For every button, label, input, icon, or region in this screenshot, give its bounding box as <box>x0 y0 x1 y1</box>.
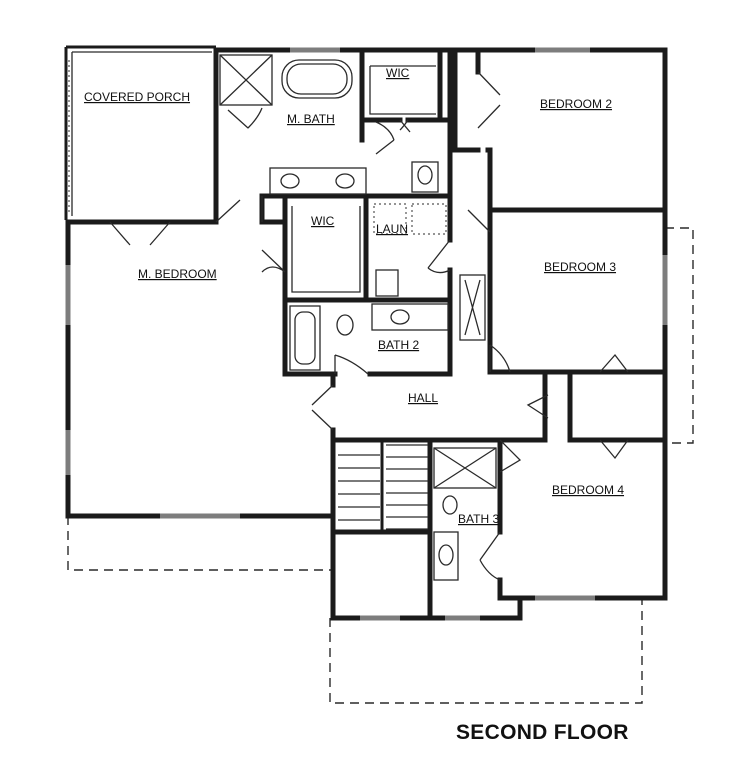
exterior-walls <box>65 47 668 621</box>
label-bath-2: BATH 2 <box>378 338 419 352</box>
windows <box>65 47 668 621</box>
room-labels: COVERED PORCH M. BATH WIC BEDROOM 2 WIC … <box>84 66 624 526</box>
label-hall: HALL <box>408 391 438 405</box>
label-wic-upper: WIC <box>386 66 410 80</box>
label-wic-lower: WIC <box>311 214 335 228</box>
label-bedroom-2: BEDROOM 2 <box>540 97 612 111</box>
plan-title: SECOND FLOOR <box>456 721 629 744</box>
doors <box>109 71 629 581</box>
label-m-bath: M. BATH <box>287 112 335 126</box>
stairs <box>338 440 428 532</box>
label-bath-3: BATH 3 <box>458 512 499 526</box>
label-bedroom-3: BEDROOM 3 <box>544 260 616 274</box>
dashed-outlines <box>67 227 694 704</box>
label-m-bedroom: M. BEDROOM <box>138 267 217 281</box>
covered-porch-railing <box>64 45 216 220</box>
label-covered-porch: COVERED PORCH <box>84 90 190 104</box>
label-laun: LAUN <box>376 222 408 236</box>
label-bedroom-4: BEDROOM 4 <box>552 483 624 497</box>
fixtures <box>219 54 497 581</box>
